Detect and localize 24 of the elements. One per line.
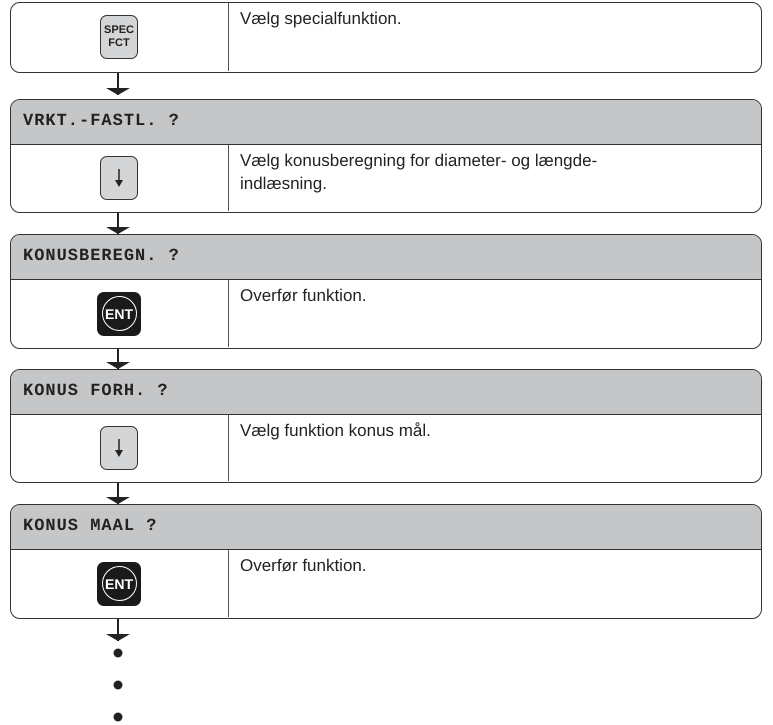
step-box (10, 99, 762, 213)
enter-key: ENT (97, 562, 141, 606)
instruction-text: Vælg specialfunktion. (240, 8, 403, 30)
keyboard-key (100, 426, 138, 470)
display-prompt: KONUS FORH. ? (11, 370, 761, 415)
keyboard-key (100, 156, 138, 200)
flow-arrow (106, 619, 130, 641)
step-box (10, 369, 762, 483)
flow-arrow (106, 73, 130, 95)
instruction-text: Overfør funktion. (240, 285, 368, 307)
flow-arrow (106, 483, 130, 504)
display-prompt: KONUSBEREGN. ? (11, 235, 761, 280)
step-box (10, 2, 762, 73)
instruction-text: Overfør funktion. (240, 555, 368, 577)
instruction-text: Vælg konusberegning for diameter- og længde-indlæsning. (240, 150, 598, 195)
keyboard-key: SPEC FCT (100, 15, 138, 59)
step-box (10, 234, 762, 349)
display-prompt: VRKT.-FASTL. ? (11, 100, 761, 145)
enter-key: ENT (97, 292, 141, 336)
display-prompt: KONUS MAAL ? (11, 505, 761, 550)
flow-arrow (106, 213, 130, 234)
flow-arrow (106, 349, 130, 369)
instruction-text: Vælg funktion konus mål. (240, 420, 432, 442)
step-box (10, 504, 762, 619)
